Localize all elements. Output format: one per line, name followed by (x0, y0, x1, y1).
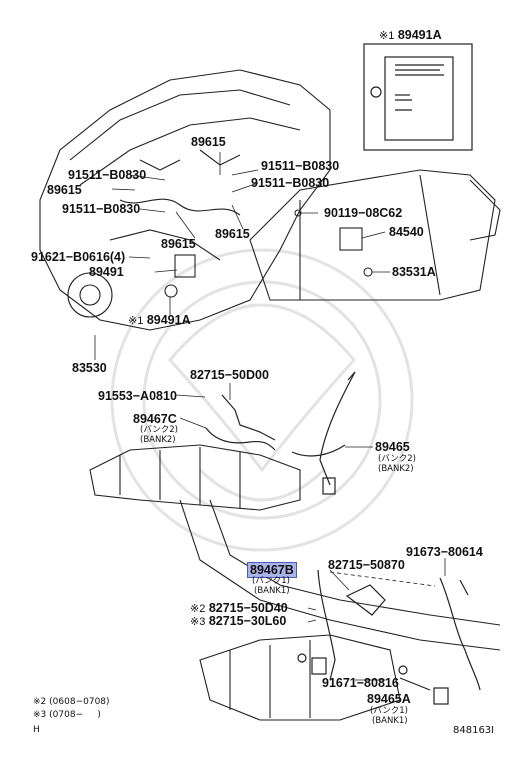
diagram-id: 848163I (453, 725, 495, 736)
part-82715-30l60-number: 82715−30L60 (208, 614, 287, 628)
watermark-emblem (110, 248, 414, 552)
insert-card-callout[interactable]: ※1 89491A (379, 28, 442, 43)
part-91511-b0830-right-upper[interactable]: 91511−B0830 (261, 159, 340, 173)
part-84540[interactable]: 84540 (389, 225, 424, 239)
part-89491a[interactable]: ※1 89491A (128, 313, 191, 328)
part-89467c-bank-en: (BANK2) (140, 435, 176, 445)
insert-mark: ※1 (379, 30, 395, 42)
part-89465a[interactable]: 89465A (367, 692, 411, 706)
part-90119-08c62[interactable]: 90119−08C62 (324, 206, 403, 220)
part-89465[interactable]: 89465 (375, 440, 410, 454)
part-83530[interactable]: 83530 (72, 361, 107, 375)
insert-part-number: 89491A (397, 28, 442, 42)
part-89465-bank-en: (BANK2) (378, 464, 414, 474)
part-82715-50870[interactable]: 82715−50870 (328, 558, 405, 572)
footnote-3-mark: ※3 (33, 710, 47, 720)
sensor-wiring (205, 371, 481, 705)
part-89615-right[interactable]: 89615 (215, 227, 250, 241)
part-89467b-bank-jp: (バンク1) (252, 576, 290, 586)
part-91511-b0830-left-lower[interactable]: 91511−B0830 (62, 202, 141, 216)
insert-card-drawing (363, 43, 473, 151)
part-82715-50d40-number: 82715−50D40 (208, 601, 288, 615)
part-89491a-number: 89491A (146, 313, 191, 327)
part-82715-50d40-mark: ※2 (190, 603, 206, 615)
footnote-3-text: (0708− ) (49, 710, 101, 720)
part-89615-top[interactable]: 89615 (191, 135, 226, 149)
part-89467c-bank-jp: (バンク2) (140, 425, 178, 435)
footnote-3: ※3 (0708− ) (33, 710, 101, 721)
part-82715-30l60-mark: ※3 (190, 616, 206, 628)
part-91671-80816[interactable]: 91671−80816 (322, 676, 399, 690)
footnote-2: ※2 (0608−0708) (33, 697, 110, 708)
part-89615-center[interactable]: 89615 (161, 237, 196, 251)
part-89467b-bank-en: (BANK1) (254, 586, 290, 596)
leader-lines (94, 152, 446, 681)
transmission-drawing (249, 169, 501, 301)
part-82715-30l60[interactable]: ※3 82715−30L60 (190, 614, 286, 629)
part-91553-a0810[interactable]: 91553−A0810 (98, 389, 177, 403)
part-89465a-bank-en: (BANK1) (372, 716, 408, 726)
footnote-2-text: (0608−0708) (49, 697, 110, 707)
part-91511-b0830-right-lower[interactable]: 91511−B0830 (251, 176, 330, 190)
part-89491a-mark: ※1 (128, 315, 144, 327)
footnote-2-mark: ※2 (33, 697, 47, 707)
part-83531a[interactable]: 83531A (392, 265, 436, 279)
part-89467c[interactable]: 89467C (133, 412, 177, 426)
engine-drawing (39, 69, 331, 331)
part-89467b-highlighted[interactable]: 89467B (247, 562, 297, 578)
part-89465a-bank-jp: (バンク1) (370, 706, 408, 716)
part-89491[interactable]: 89491 (89, 265, 124, 279)
corner-mark: H (33, 725, 40, 735)
part-91673-80614[interactable]: 91673−80614 (406, 545, 483, 559)
exhaust-manifold-drawing (89, 444, 501, 721)
part-91511-b0830-left-upper[interactable]: 91511−B0830 (68, 168, 147, 182)
part-82715-50d40[interactable]: ※2 82715−50D40 (190, 601, 288, 616)
part-89465-bank-jp: (バンク2) (378, 454, 416, 464)
part-89615-left[interactable]: 89615 (47, 183, 82, 197)
part-91621-b0616[interactable]: 91621−B0616(4) (31, 250, 126, 264)
part-82715-50d00[interactable]: 82715−50D00 (190, 368, 269, 382)
